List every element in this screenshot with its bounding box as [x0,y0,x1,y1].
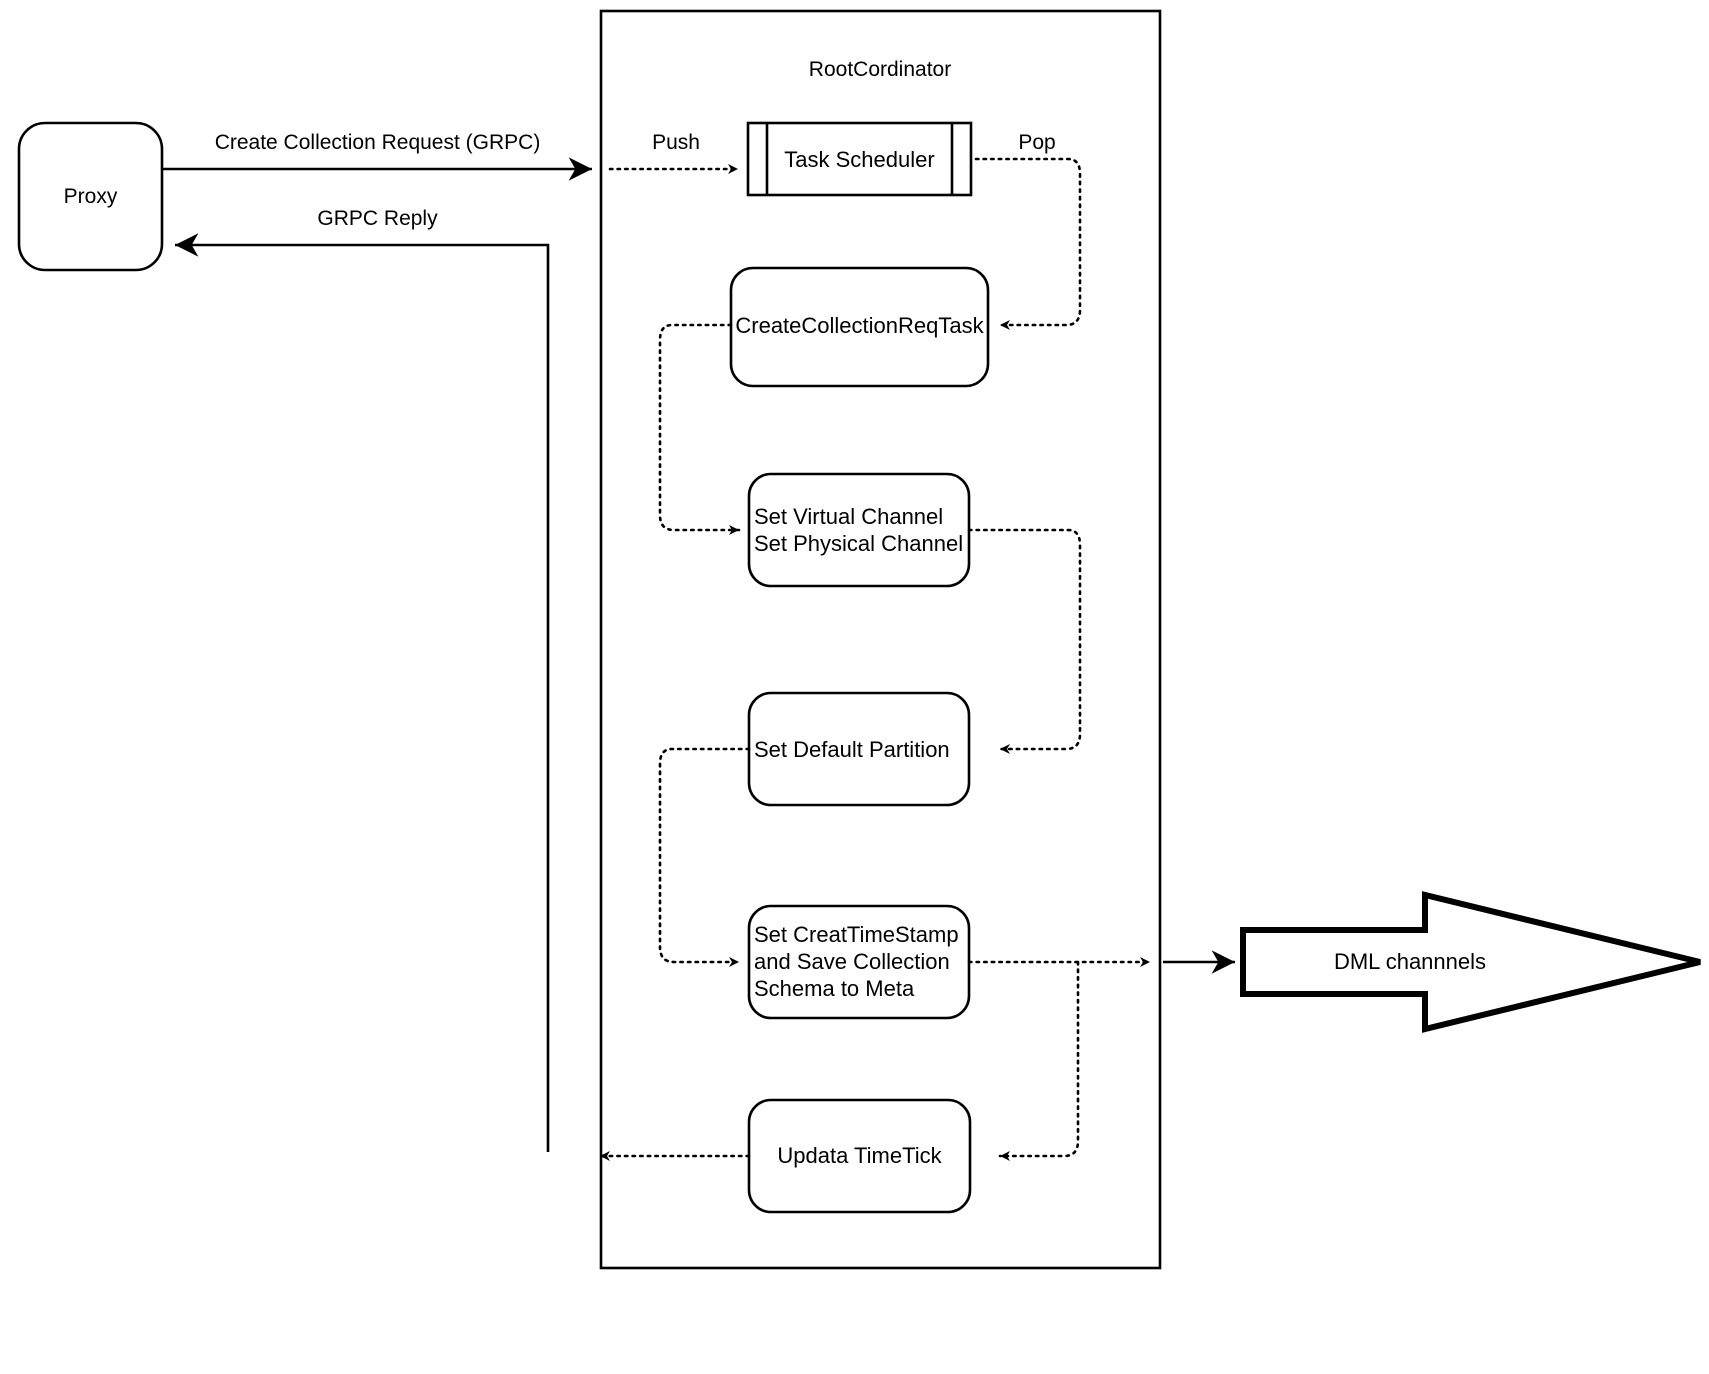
edge-channels-to-partition [967,528,1082,754]
proxy-label: Proxy [63,185,118,208]
rootcordinator-container [599,9,1162,1270]
update-timetick-label: Updata TimeTick [777,1143,942,1168]
rootcordinator-title: RootCordinator [808,58,952,81]
task-scheduler-label: Task Scheduler [784,147,935,172]
edge-label-create-collection-request: Create Collection Request (GRPC) [214,131,541,154]
set-channels-label-line-1: Set Virtual Channel [754,504,944,529]
edge-label-push: Push [652,131,700,154]
edge-pop [974,157,1082,330]
set-default-partition-label: Set Default Partition [754,737,950,762]
task-scheduler-node[interactable] [746,121,973,197]
create-collection-req-task-node[interactable] [729,266,990,388]
set-create-timestamp-label-line-3: Schema to Meta [754,976,915,1001]
set-create-timestamp-label-line-2: and Save Collection [754,949,950,974]
edge-grpc-reply [175,233,550,1152]
edge-label-grpc-reply: GRPC Reply [317,207,438,230]
edge-partition-to-timestamp [658,747,751,967]
dml-channels-node[interactable] [1240,891,1701,1033]
edge-timestamp-to-timetick [998,960,1080,1161]
edge-label-pop: Pop [1018,131,1056,154]
set-create-timestamp-label-line-1: Set CreatTimeStamp [754,922,959,947]
proxy-node[interactable] [17,121,164,272]
create-collection-req-task-label: CreateCollectionReqTask [735,313,984,338]
dml-channels-label: DML channnels [1333,949,1487,974]
edge-task-to-channels [658,323,741,535]
set-channels-label-line-2: Set Physical Channel [754,531,964,556]
